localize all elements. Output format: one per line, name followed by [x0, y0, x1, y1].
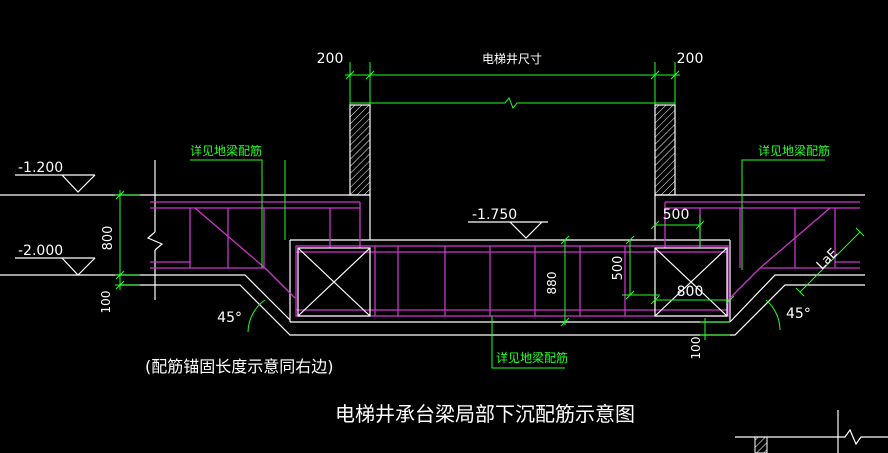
dim-offset: 100 [99, 291, 113, 314]
fragment-bottom-right [735, 410, 888, 453]
leader-notes: 详见地梁配筋 详见地梁配筋 详见地梁配筋 [190, 143, 830, 369]
bottom-cover-dim: 100 [689, 318, 730, 359]
break-symbol-left [146, 160, 164, 300]
top-dimension: 200 电梯井尺寸 200 [317, 51, 704, 110]
dim-haunch-width: 500 [663, 207, 690, 223]
dim-haunch-length: 800 [677, 284, 704, 300]
anchor-label: LaE [814, 246, 841, 273]
shaft-walls [349, 104, 676, 196]
dim-wall-left: 200 [317, 51, 344, 67]
note-anchor: (配筋锚固长度示意同右边) [145, 357, 334, 376]
angle-markers: 45° 45° [217, 299, 811, 333]
angle-right: 45° [786, 306, 811, 322]
elev-pit: -1.750 [472, 207, 517, 223]
dim-haunch-height: 500 [611, 256, 626, 281]
pit-depth-dim: 880 [545, 235, 570, 327]
dim-pit-depth: 880 [545, 272, 559, 295]
elev-bottom: -2.000 [18, 243, 63, 259]
dim-shaft-size: 电梯井尺寸 [482, 52, 542, 66]
inner-dimension [350, 97, 675, 109]
elev-top: -1.200 [18, 160, 63, 176]
left-vertical-dims: 800 100 [99, 190, 140, 313]
rebar [150, 201, 860, 317]
note-beam-bottom: 详见地梁配筋 [496, 350, 568, 365]
concrete-outline [120, 194, 865, 336]
dim-beam-depth: 800 [101, 226, 116, 251]
note-beam-left: 详见地梁配筋 [190, 143, 262, 158]
elevation-markers: -1.200 -2.000 -1.750 [0, 160, 548, 276]
haunch-boxes [297, 247, 728, 317]
dim-wall-right: 200 [677, 51, 704, 67]
angle-left: 45° [217, 310, 242, 326]
dim-bottom-cover: 100 [689, 337, 703, 360]
drawing-title: 电梯井承台梁局部下沉配筋示意图 [335, 402, 635, 426]
note-beam-right: 详见地梁配筋 [758, 143, 830, 158]
wall-right [654, 104, 676, 196]
haunch-dims: 500 500 800 [611, 207, 735, 305]
wall-left [349, 104, 371, 196]
